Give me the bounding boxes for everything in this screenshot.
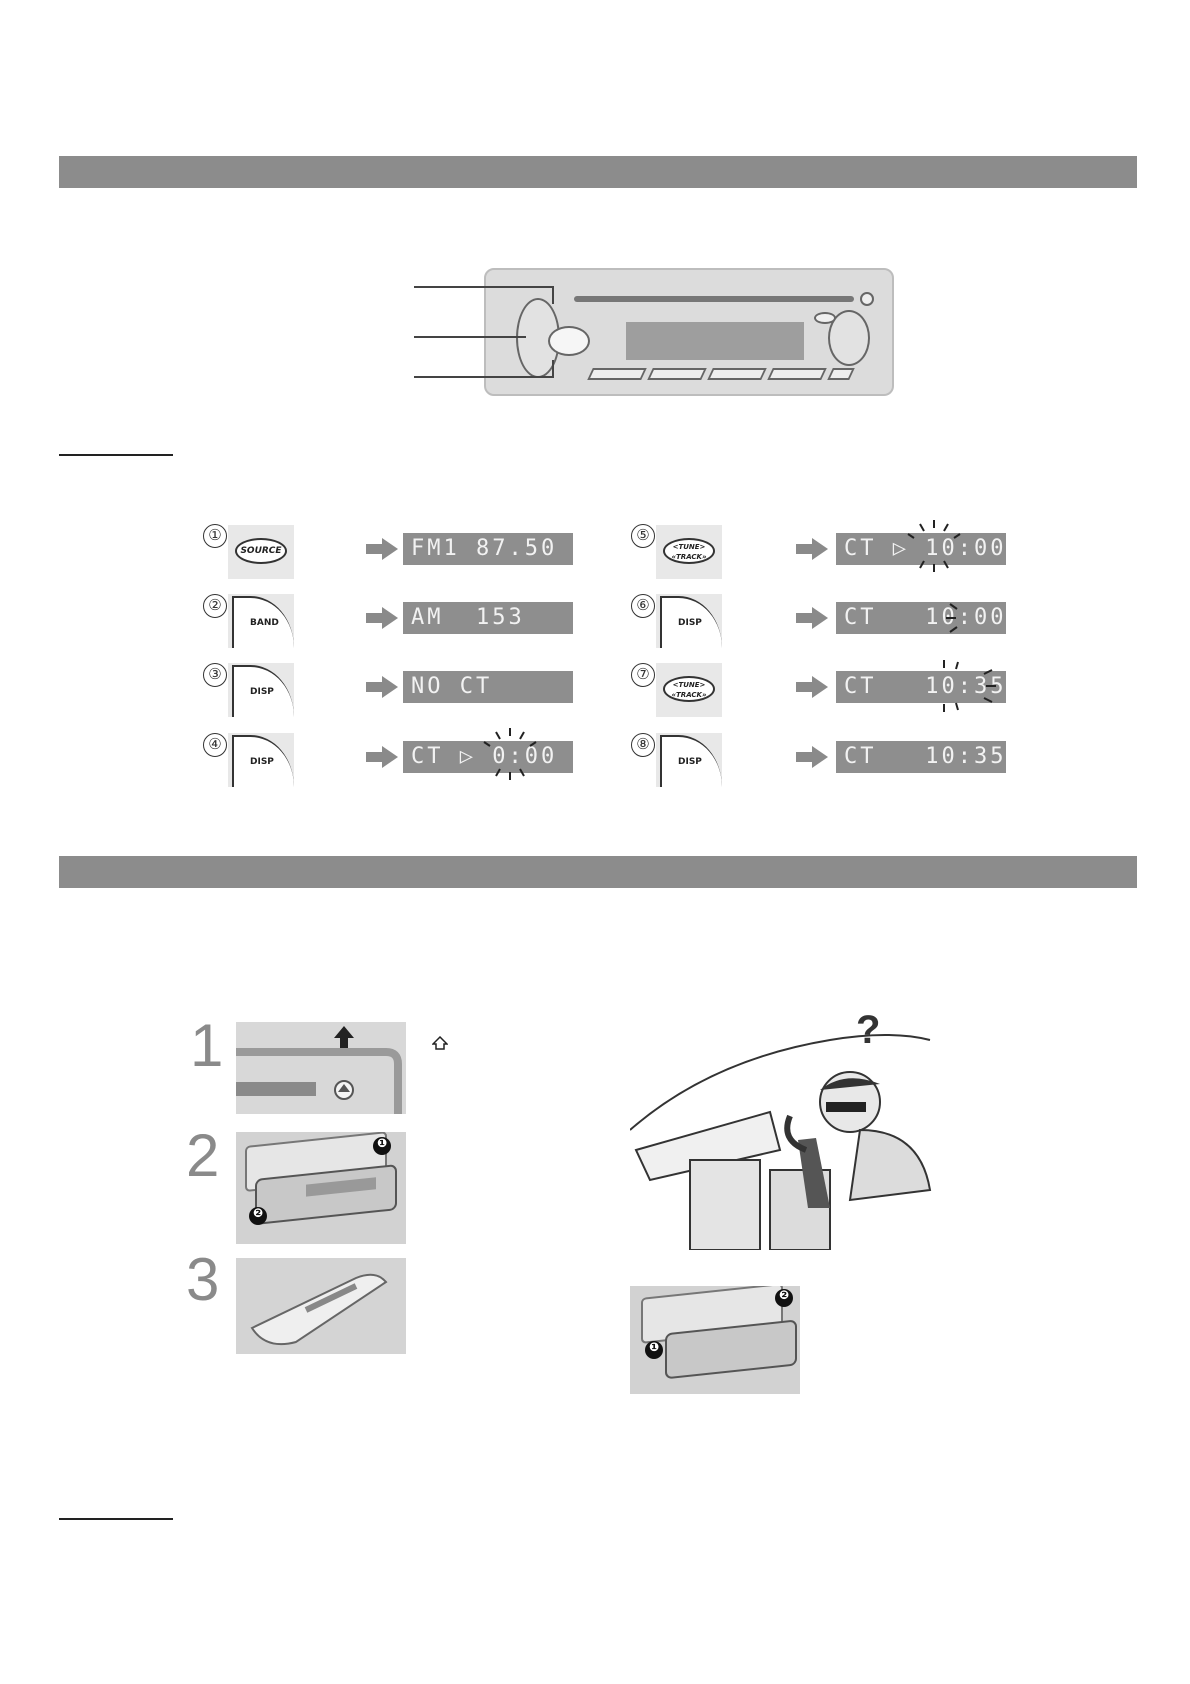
key-label-top: <TUNE> <box>672 543 706 551</box>
step-number: ⑦ <box>631 663 655 687</box>
step-number: ② <box>203 594 227 618</box>
faceplate-case-photo <box>236 1258 406 1354</box>
subheading-underline-1 <box>59 454 173 456</box>
source-key: SOURCE <box>228 525 294 579</box>
arrow-right-icon <box>366 607 400 629</box>
disp-key: DISP <box>656 733 722 787</box>
tune-track-key: <TUNE> «TRACK» <box>656 525 722 579</box>
step-number: ① <box>203 524 227 548</box>
disp-key: DISP <box>228 663 294 717</box>
arrow-right-icon <box>366 746 400 768</box>
section-header-bar-clock <box>59 156 1137 188</box>
removal-step-number: 2 <box>186 1122 220 1189</box>
driver-illustration <box>630 1034 932 1250</box>
leader-line-1-drop <box>552 286 554 304</box>
key-label: <TUNE> «TRACK» <box>663 538 715 564</box>
arrow-right-icon <box>796 538 830 560</box>
home-eject-icon <box>432 1036 448 1050</box>
lcd-display: CT ▷ 10:00 <box>836 533 1006 565</box>
question-mark: ? <box>856 1008 881 1052</box>
reset-hole <box>860 292 874 306</box>
key-label: DISP <box>660 596 722 648</box>
preset-button-1 <box>587 368 647 380</box>
up-arrow-icon <box>334 1026 354 1048</box>
key-label-top: <TUNE> <box>672 681 706 689</box>
disp-key: DISP <box>656 594 722 648</box>
arrow-right-icon <box>796 746 830 768</box>
arrow-right-icon <box>796 676 830 698</box>
step-number: ⑥ <box>631 594 655 618</box>
key-label: DISP <box>660 735 722 787</box>
key-label-bottom: «TRACK» <box>671 553 707 561</box>
lcd-display: CT 10:35 <box>836 671 1006 703</box>
panel-display <box>626 322 804 360</box>
reattach-drawing <box>630 1286 800 1394</box>
flash-burst-icon <box>943 660 996 712</box>
arrow-right-icon <box>366 676 400 698</box>
disp-key: DISP <box>228 733 294 787</box>
tune-track-key: <TUNE> «TRACK» <box>656 663 722 717</box>
key-label: <TUNE> «TRACK» <box>663 676 715 702</box>
step-number: ⑧ <box>631 733 655 757</box>
flash-burst-icon <box>946 603 958 633</box>
subheading-underline-2 <box>59 1518 173 1520</box>
case-drawing <box>236 1258 406 1354</box>
lcd-display: CT ▷ 0:00 <box>403 741 573 773</box>
removal-step-number: 3 <box>186 1246 220 1313</box>
step-number: ③ <box>203 663 227 687</box>
flash-burst-icon <box>907 520 961 572</box>
callout-2: ❷ <box>253 1206 264 1220</box>
arrow-right-icon <box>796 607 830 629</box>
key-label: BAND <box>232 596 294 648</box>
leader-line-3 <box>414 376 554 378</box>
callout-1: ❶ <box>649 1340 660 1354</box>
step-number: ④ <box>203 733 227 757</box>
callout-2: ❷ <box>779 1288 790 1302</box>
preset-button-2 <box>647 368 707 380</box>
lcd-display: AM 153 <box>403 602 573 634</box>
disc-slot <box>574 296 854 302</box>
key-label: SOURCE <box>235 538 287 564</box>
lcd-display: CT 10:35 <box>836 741 1006 773</box>
detach-faceplate-photo: ❶ ❷ <box>236 1132 406 1244</box>
lcd-display: NO CT <box>403 671 573 703</box>
preset-button-4 <box>767 368 827 380</box>
callout-1: ❶ <box>377 1136 388 1150</box>
reattach-faceplate-photo: ❶ ❷ <box>630 1286 800 1394</box>
lcd-display: FM1 87.50 <box>403 533 573 565</box>
removal-step-number: 1 <box>190 1012 224 1079</box>
lcd-display: CT 10:00 <box>836 602 1006 634</box>
key-label: DISP <box>232 735 294 787</box>
eject-button-photo <box>236 1022 406 1114</box>
preset-button-3 <box>707 368 767 380</box>
band-button <box>548 326 590 356</box>
leader-line-3-rise <box>552 360 554 378</box>
leader-line-1 <box>414 286 554 288</box>
disp-button <box>814 312 836 324</box>
leader-line-2 <box>414 336 526 338</box>
band-key: BAND <box>228 594 294 648</box>
gear-stick-icon <box>798 1138 830 1208</box>
faceplate-corner-drawing <box>236 1022 406 1114</box>
preset-button-5 <box>827 368 855 380</box>
key-label: DISP <box>232 665 294 717</box>
arrow-right-icon <box>366 538 400 560</box>
detach-drawing <box>236 1132 406 1244</box>
flash-burst-icon <box>483 728 537 780</box>
key-label-bottom: «TRACK» <box>671 691 707 699</box>
step-number: ⑤ <box>631 524 655 548</box>
section-header-bar-removal <box>59 856 1137 888</box>
